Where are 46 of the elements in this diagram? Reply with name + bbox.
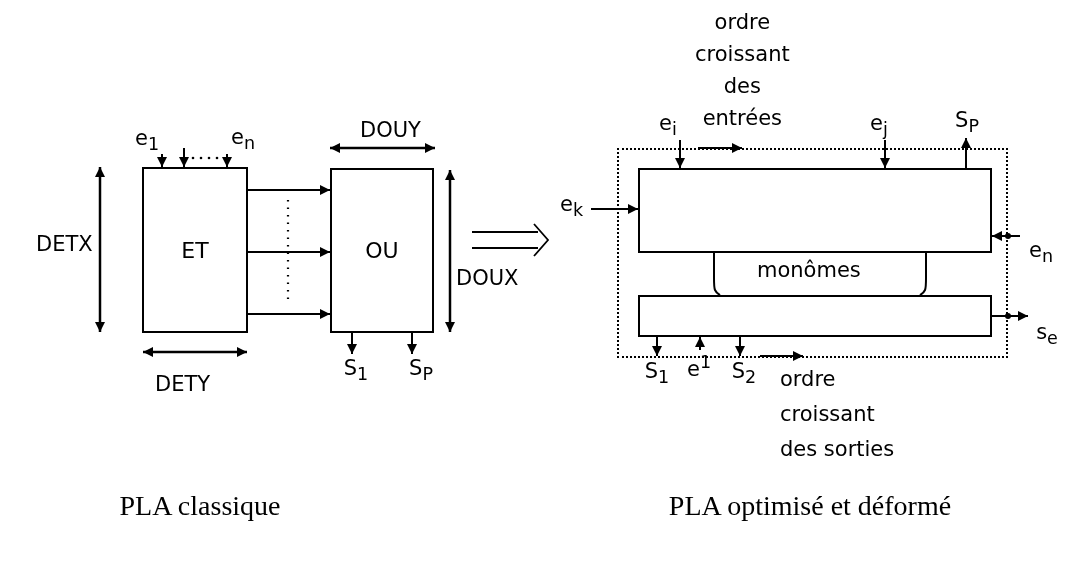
block-label: ET [181, 237, 209, 263]
arrow [695, 336, 705, 351]
region-label: monômes [757, 258, 861, 282]
arrow [347, 332, 357, 355]
signal-label: e$_{n}$ [231, 127, 255, 153]
signal-label: s$_{e}$ [1036, 322, 1058, 348]
logic-block [142, 167, 248, 333]
dimension-label: DETY [155, 372, 211, 396]
block-label: OU [365, 238, 399, 263]
arrow [991, 231, 1021, 241]
arrow [735, 336, 745, 357]
arrow [222, 153, 232, 168]
arrow [675, 139, 685, 169]
signal-label: S$_{P}$ [409, 358, 433, 384]
dimension-label: DETX [36, 232, 93, 256]
signal-label: S$_{1}$ [343, 358, 369, 384]
signal-label: S$_{1}$ [644, 361, 670, 387]
signal-label: e$_{k}$ [559, 194, 584, 220]
arrow [407, 332, 417, 355]
dimension-label: DOUY [360, 118, 421, 142]
connector-line [713, 252, 721, 296]
arrow [652, 336, 662, 357]
dimension-label: DOUX [456, 266, 519, 290]
connector-line [919, 252, 927, 296]
array-block [638, 168, 992, 253]
signal-label: e$_{1}$ [134, 128, 160, 154]
arrow [991, 311, 1029, 321]
caption: PLA optimisé et déformé [668, 490, 952, 522]
arrow [157, 153, 167, 168]
signal-label: S$_{2}$ [731, 361, 757, 387]
note-text: ordre croissant des sorties [780, 366, 896, 463]
arrow [247, 247, 331, 257]
caption: PLA classique [119, 490, 281, 522]
arrow [961, 137, 971, 169]
logic-block [330, 168, 434, 333]
arrow [880, 139, 890, 169]
note-text: ordre croissant des entrées [695, 9, 790, 132]
arrow [247, 309, 331, 319]
signal-label: e$_{i}$ [659, 113, 677, 139]
signal-label: S$_{P}$ [955, 110, 979, 136]
signal-label: e$_{n}$ [1029, 240, 1053, 266]
signal-label: e$_{j}$ [870, 113, 888, 139]
array-block [638, 295, 992, 337]
arrow [590, 204, 639, 214]
arrow [179, 147, 189, 168]
arrow [247, 185, 331, 195]
